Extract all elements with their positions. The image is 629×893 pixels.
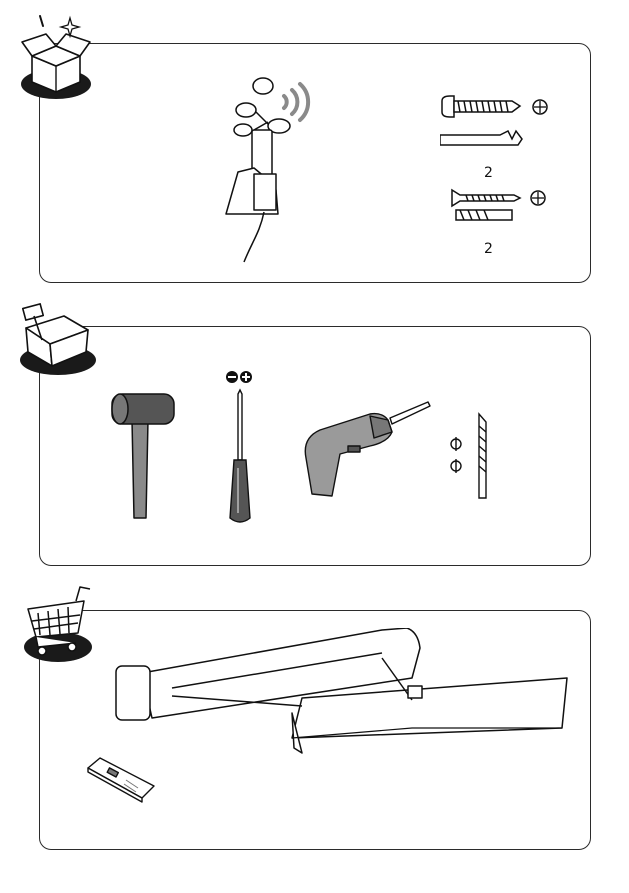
open-box-icon — [18, 12, 94, 100]
mallet-icon — [108, 390, 176, 522]
drill-bit-icon — [446, 412, 498, 500]
screwdriver-icon — [220, 368, 260, 528]
wind-sensor-icon — [216, 72, 321, 267]
phillips-head-icon — [533, 100, 547, 114]
phillips-head-icon — [531, 191, 545, 205]
phillips-head-icon — [240, 371, 252, 383]
diameter-icon — [451, 437, 461, 451]
screw-quantity: 2 — [484, 241, 493, 257]
diameter-icon — [451, 459, 461, 473]
awning-icon — [112, 628, 572, 756]
round-head-screw-icon — [440, 95, 555, 155]
remote-control-icon — [86, 756, 156, 806]
shopping-cart-icon — [18, 585, 94, 665]
power-drill-icon — [300, 398, 432, 500]
toolbox-icon — [14, 300, 98, 378]
countersunk-screw-icon — [450, 188, 555, 230]
screw-quantity: 2 — [484, 165, 493, 181]
slotted-head-icon — [226, 371, 238, 383]
